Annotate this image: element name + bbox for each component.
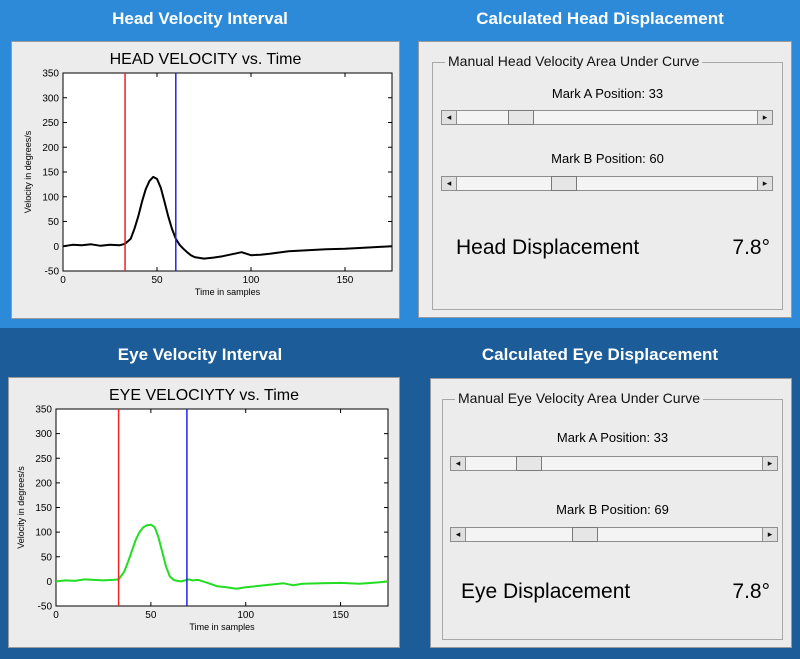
eye-x-tick-label: 100 (237, 610, 254, 621)
eye-y-tick-label: 100 (35, 528, 52, 539)
head-mark-b-thumb[interactable] (550, 176, 577, 191)
eye-mark-a-label: Mark A Position: 33 (556, 430, 669, 445)
eye-area-group: Manual Eye Velocity Area Under Curve Mar… (442, 390, 783, 640)
slider-right-arrow-icon[interactable]: ▸ (757, 111, 772, 124)
eye-velocity-curve (55, 523, 389, 590)
head-x-axis-label: Time in samples (195, 287, 261, 297)
eye-displacement-panel: Manual Eye Velocity Area Under Curve Mar… (430, 378, 792, 648)
head-y-tick-label: 300 (42, 93, 59, 104)
eye-y-tick-label: 350 (35, 405, 52, 416)
eye-y-tick-label: 250 (35, 454, 52, 465)
slider-right-arrow-icon[interactable]: ▸ (762, 528, 777, 541)
head-y-tick-label: 350 (42, 69, 59, 80)
eye-y-tick-label: 50 (41, 552, 53, 563)
head-group-title: Manual Head Velocity Area Under Curve (445, 53, 703, 69)
head-y-tick-label: -50 (45, 267, 60, 278)
slider-left-arrow-icon[interactable]: ◂ (451, 528, 466, 541)
eye-group-title: Manual Eye Velocity Area Under Curve (455, 390, 704, 406)
head-y-axis-label: Velocity in degrees/s (23, 130, 33, 213)
head-y-tick-label: 100 (42, 192, 59, 203)
head-x-tick-label: 0 (60, 275, 66, 286)
head-x-tick-label: 150 (337, 275, 354, 286)
eye-x-tick-label: 0 (53, 610, 59, 621)
eye-velocity-heading: Eye Velocity Interval (117, 345, 283, 364)
eye-mark-b-thumb[interactable] (572, 527, 599, 542)
eye-y-tick-label: 150 (35, 503, 52, 514)
head-y-tick-label: 0 (53, 242, 59, 253)
eye-x-tick-label: 150 (332, 610, 349, 621)
slider-left-arrow-icon[interactable]: ◂ (442, 177, 457, 190)
eye-y-tick-label: 300 (35, 429, 52, 440)
head-displacement-label: Head Displacement (456, 236, 640, 259)
head-plot-area (62, 72, 393, 272)
head-area-group: Manual Head Velocity Area Under Curve Ma… (432, 53, 783, 310)
eye-mark-a-slider[interactable]: ◂ ▸ (450, 456, 778, 471)
head-y-tick-label: 250 (42, 118, 59, 129)
head-mark-b-slider[interactable]: ◂ ▸ (441, 176, 773, 191)
eye-mark-b-label: Mark B Position: 69 (556, 502, 669, 517)
slider-right-arrow-icon[interactable]: ▸ (757, 177, 772, 190)
eye-x-tick-label: 50 (145, 610, 157, 621)
eye-y-axis-label: Velocity in degrees/s (16, 466, 26, 549)
eye-y-tick-label: 0 (46, 577, 52, 588)
eye-displacement-label: Eye Displacement (461, 580, 631, 603)
slider-left-arrow-icon[interactable]: ◂ (442, 111, 457, 124)
slider-left-arrow-icon[interactable]: ◂ (451, 457, 466, 470)
eye-mark-a-thumb[interactable] (516, 456, 543, 471)
head-mark-a-thumb[interactable] (508, 110, 535, 125)
eye-plot-title: EYE VELOCIYTY vs. Time (109, 387, 299, 404)
eye-y-tick-label: -50 (38, 602, 53, 613)
slider-right-arrow-icon[interactable]: ▸ (762, 457, 777, 470)
head-y-tick-label: 150 (42, 168, 59, 179)
head-y-tick-label: 200 (42, 143, 59, 154)
head-displacement-value: 7.8° (732, 236, 770, 259)
head-displacement-panel: Manual Head Velocity Area Under Curve Ma… (418, 41, 792, 318)
head-mark-b-label: Mark B Position: 60 (551, 151, 664, 166)
head-displacement-heading: Calculated Head Displacement (476, 9, 724, 28)
eye-x-axis-label: Time in samples (189, 622, 255, 632)
eye-plot-area (55, 408, 389, 607)
eye-displacement-heading: Calculated Eye Displacement (481, 345, 719, 364)
eye-displacement-value: 7.8° (732, 580, 770, 603)
head-velocity-heading: Head Velocity Interval (112, 9, 288, 28)
head-plot-title: HEAD VELOCITY vs. Time (109, 51, 302, 68)
eye-mark-b-slider[interactable]: ◂ ▸ (450, 527, 778, 542)
head-y-tick-label: 50 (48, 217, 60, 228)
head-x-tick-label: 50 (151, 275, 163, 286)
head-mark-a-label: Mark A Position: 33 (551, 86, 664, 101)
eye-y-tick-label: 200 (35, 478, 52, 489)
head-x-tick-label: 100 (243, 275, 260, 286)
head-mark-a-slider[interactable]: ◂ ▸ (441, 110, 773, 125)
